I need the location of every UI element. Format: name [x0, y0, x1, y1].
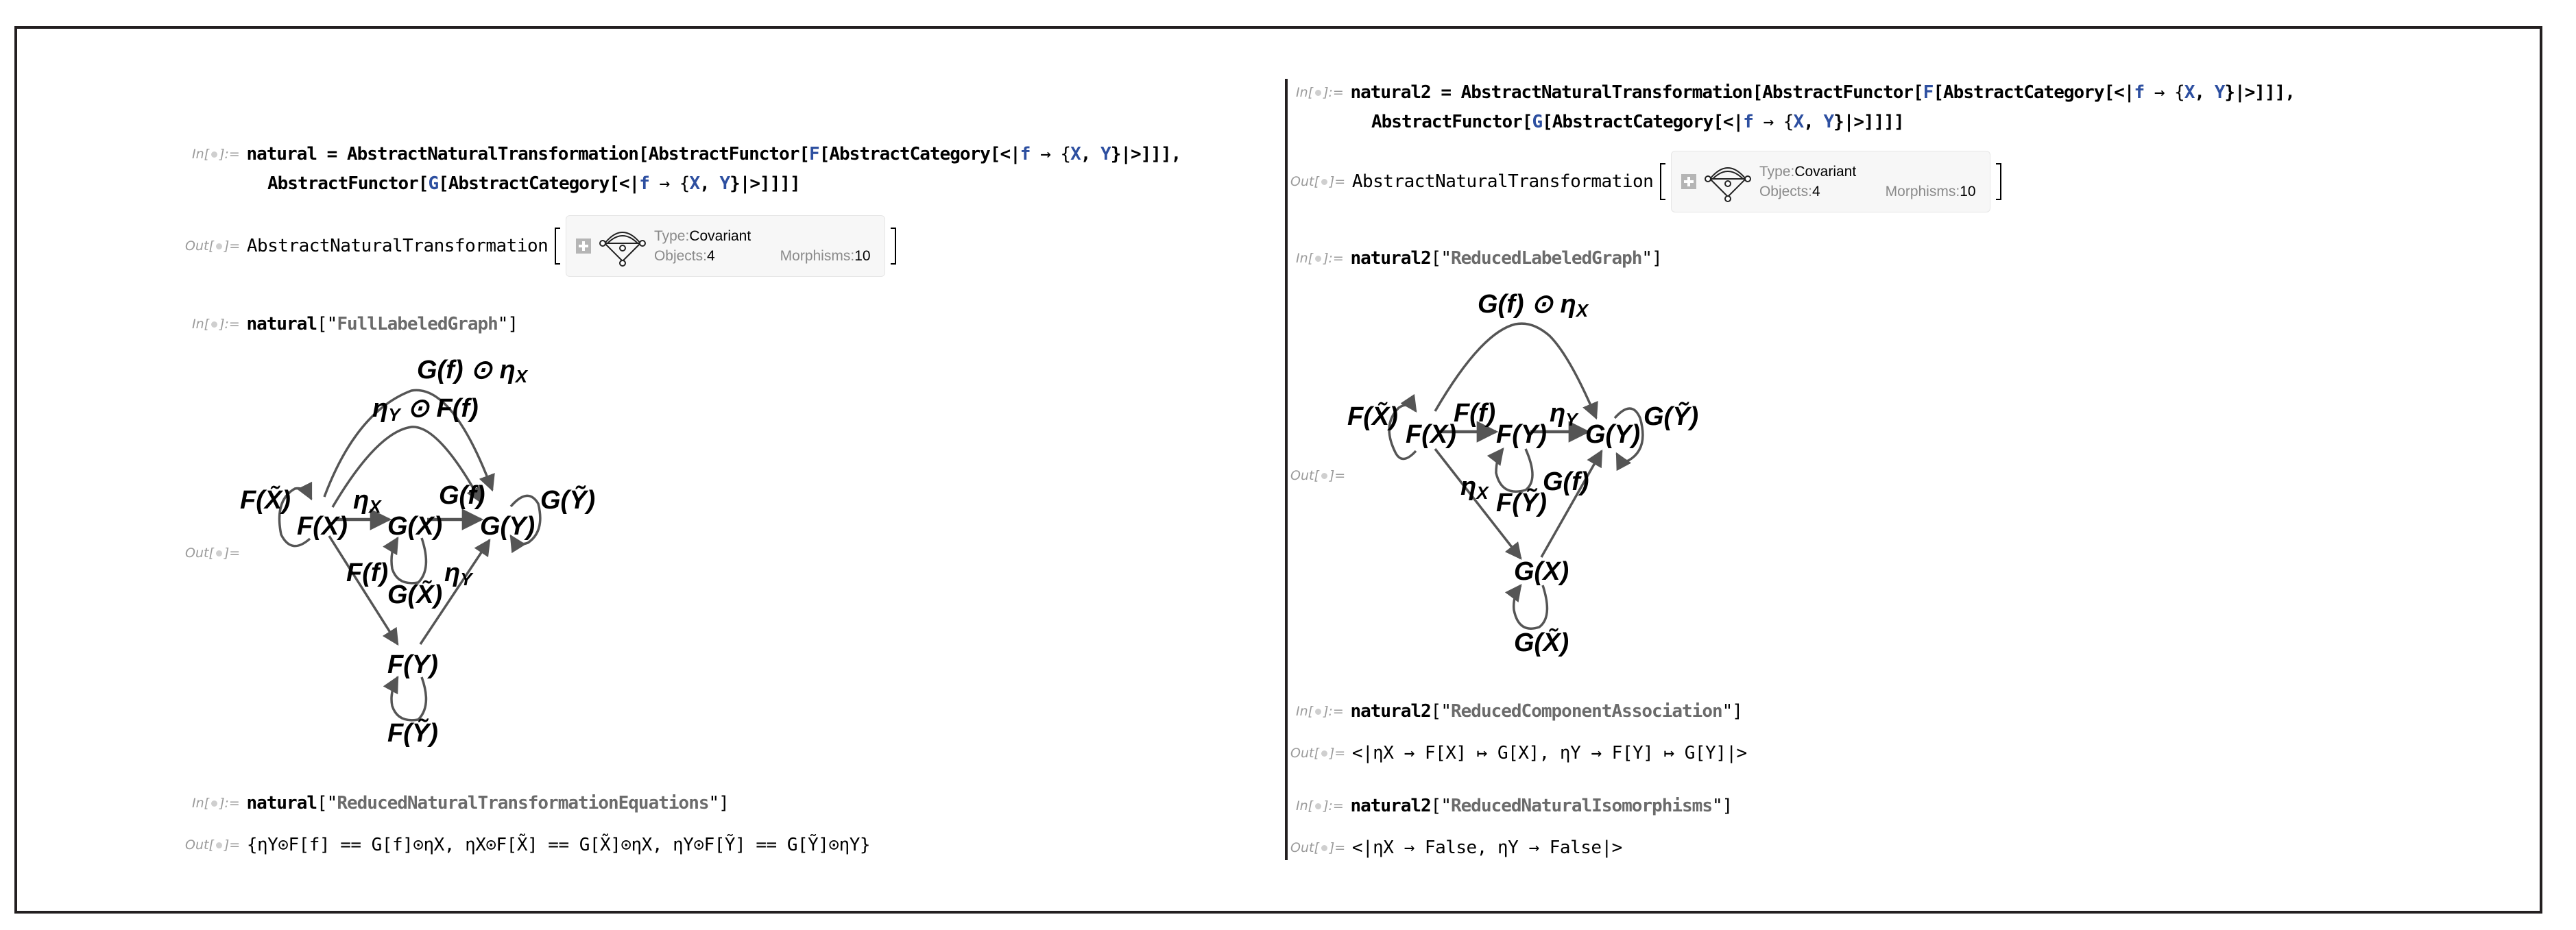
svg-text:F(X̃): F(X̃) — [240, 485, 291, 515]
svg-text:F(X): F(X) — [297, 512, 348, 541]
svg-text:G(f): G(f) — [439, 481, 485, 510]
input-cell-component-association[interactable]: In[]:= natural2["ReducedComponentAssocia… — [1296, 701, 1743, 722]
natural-isomorphisms-value: <|ηX → False, ηY → False|> — [1351, 837, 1623, 858]
out-label: Out[]= — [185, 238, 241, 254]
svg-text:G(X̃): G(X̃) — [387, 579, 442, 609]
component-association-value: <|ηX → F[X] ↦ G[X], ηY → F[Y] ↦ G[Y]|> — [1351, 743, 1747, 763]
equations-list: {ηY⊙F[f] == G[f]⊙ηX, ηX⊙F[X̃] == G[X̃]⊙η… — [246, 835, 871, 855]
svg-text:F(Ỹ): F(Ỹ) — [1496, 487, 1547, 517]
input-cell-reduced-labeled-graph[interactable]: In[]:= natural2["ReducedLabeledGraph"] — [1296, 248, 1663, 269]
in-label: In[]:= — [1296, 251, 1344, 266]
svg-text:G(Ỹ): G(Ỹ) — [1644, 401, 1698, 431]
expand-plus-icon[interactable] — [575, 238, 591, 254]
category-graph-icon — [1704, 167, 1751, 202]
svg-text:G(f) ⊙ ηX: G(f) ⊙ ηX — [1478, 290, 1589, 321]
in-label: In[]:= — [1296, 85, 1344, 100]
output-cell-equations: Out[]= {ηY⊙F[f] == G[f]⊙ηX, ηX⊙F[X̃] == … — [185, 835, 871, 855]
input-cell-natural-def-line2[interactable]: AbstractFunctor[G[AbstractCategory[<|f →… — [267, 173, 801, 194]
svg-text:ηX: ηX — [353, 486, 382, 517]
input-cell-full-labeled-graph[interactable]: In[]:= natural["FullLabeledGraph"] — [192, 314, 518, 334]
in-label: In[]:= — [192, 317, 240, 332]
output-cell-component-association: Out[]= <|ηX → F[X] ↦ G[X], ηY → F[Y] ↦ G… — [1290, 743, 1747, 763]
notebook-frame — [14, 26, 2542, 914]
svg-text:G(Y): G(Y) — [1585, 420, 1640, 449]
svg-text:G(X): G(X) — [387, 512, 442, 541]
svg-text:F(X): F(X) — [1406, 420, 1456, 449]
svg-text:F(f): F(f) — [346, 559, 388, 587]
output-cell-summary: Out[]= AbstractNaturalTransformation Typ… — [185, 215, 896, 277]
svg-text:ηX: ηX — [1460, 472, 1489, 503]
svg-text:ηY ⊙ F(f): ηY ⊙ F(f) — [372, 394, 479, 425]
category-graph-icon — [599, 232, 646, 267]
svg-text:F(f): F(f) — [1454, 399, 1495, 428]
out-label: Out[]= — [1290, 174, 1346, 189]
svg-text:G(X): G(X) — [1514, 557, 1569, 586]
input-cell-natural-def[interactable]: In[]:= natural = AbstractNaturalTransfor… — [192, 144, 1181, 164]
svg-text:ηY: ηY — [444, 559, 474, 589]
svg-text:G(Y): G(Y) — [480, 512, 535, 541]
input-cell-equations[interactable]: In[]:= natural["ReducedNaturalTransforma… — [192, 793, 730, 813]
reduced-labeled-graph: F(X) F(Y) G(Y) G(X) F(X̃) F(Ỹ) G(Ỹ) G(X̃… — [1347, 290, 1698, 657]
code-line-2: AbstractFunctor[G[AbstractCategory[<|f →… — [267, 173, 801, 194]
expand-plus-icon[interactable] — [1681, 174, 1696, 189]
column-divider — [1285, 79, 1288, 860]
input-cell-natural2-def[interactable]: In[]:= natural2 = AbstractNaturalTransfo… — [1296, 82, 2296, 103]
in-label: In[]:= — [192, 147, 240, 162]
summary-head: AbstractNaturalTransformation — [246, 236, 549, 256]
output-label-graph-2: Out[]= — [1290, 468, 1346, 483]
close-bracket — [890, 228, 896, 265]
in-label: In[]:= — [192, 796, 240, 811]
input-cell-natural-isomorphisms[interactable]: In[]:= natural2["ReducedNaturalIsomorphi… — [1296, 796, 1733, 816]
svg-text:F(X̃): F(X̃) — [1347, 401, 1398, 431]
in-label: In[]:= — [1296, 704, 1344, 719]
output-cell-natural-isomorphisms: Out[]= <|ηX → False, ηY → False|> — [1290, 837, 1622, 858]
code-line-1: natural = AbstractNaturalTransformation[… — [246, 144, 1181, 164]
output-cell-summary-2: Out[]= AbstractNaturalTransformation Typ… — [1290, 151, 2001, 212]
svg-text:F(Ỹ): F(Ỹ) — [387, 718, 438, 748]
open-bracket — [554, 228, 560, 265]
svg-text:G(f) ⊙ ηX: G(f) ⊙ ηX — [417, 356, 529, 387]
svg-text:F(Y): F(Y) — [1496, 420, 1547, 449]
svg-text:G(X̃): G(X̃) — [1514, 627, 1569, 657]
svg-text:G(f): G(f) — [1543, 467, 1589, 496]
input-cell-natural2-def-line2[interactable]: AbstractFunctor[G[AbstractCategory[<|f →… — [1371, 112, 1905, 132]
svg-text:G(Ỹ): G(Ỹ) — [540, 485, 595, 515]
svg-text:F(Y): F(Y) — [387, 650, 438, 679]
full-labeled-graph: F(X) G(X) G(Y) F(Y) F(X̃) G(X̃) G(Ỹ) F(Ỹ… — [240, 356, 595, 748]
svg-text:ηY: ηY — [1550, 399, 1579, 430]
in-label: In[]:= — [1296, 798, 1344, 813]
output-label-graph: Out[]= — [185, 546, 241, 561]
